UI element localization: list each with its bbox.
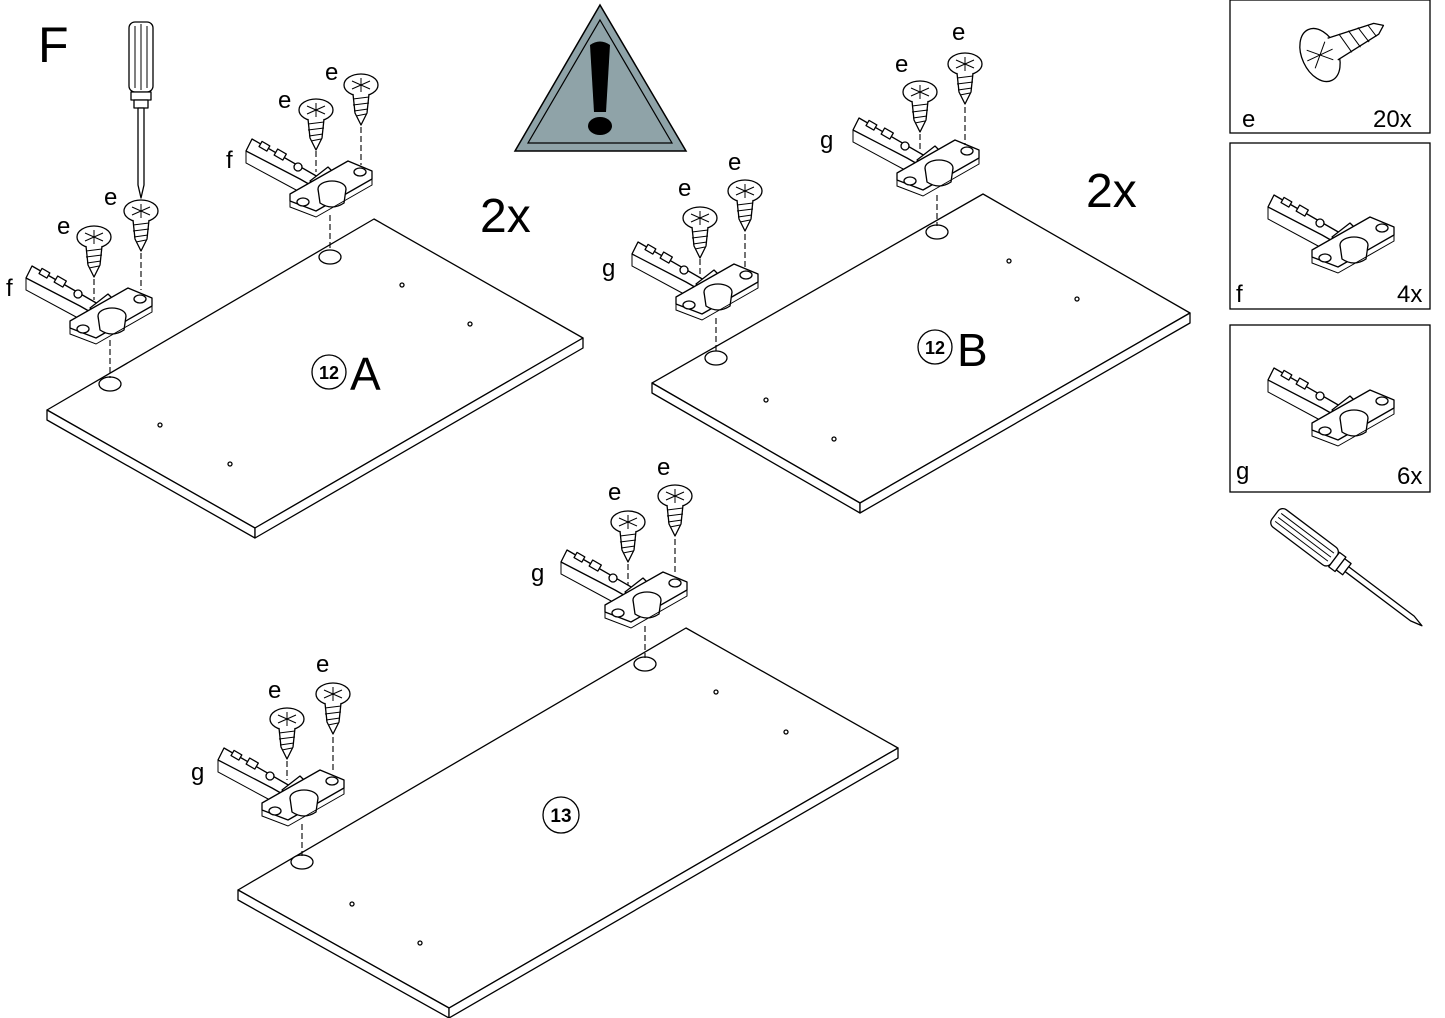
panel-12b-number-circle [917,329,953,365]
panel-13-number: 13 [550,806,571,827]
part-label-e: e [657,454,670,481]
panel-13: 13 [237,627,899,1018]
screwdriver-icon [1270,507,1423,627]
panel-13-number-circle [542,796,580,834]
screw-icon [610,510,646,563]
screw-icon [315,682,351,735]
screw-icon [123,199,159,252]
part-label-e: e [325,59,338,86]
repeat-count-b: 2x [1086,165,1137,218]
panel-12a-letter: A [350,348,381,400]
legend-qty-f: 4x [1397,281,1422,308]
part-label-e: e [895,51,908,78]
part-label-e: e [104,184,117,211]
panel-12a: 12 A [46,218,584,539]
hinge-icon [560,549,688,629]
parts-legend: e 20x f 4x g 6x [1229,0,1431,493]
screw-icon [727,179,763,232]
legend-label-f: f [1236,281,1243,308]
part-label-g: g [191,759,204,786]
part-label-e: e [268,677,281,704]
hinge-g-assembly-b2: g e e [820,19,983,226]
screwdriver-icon [128,21,154,199]
legend-item-g: g 6x [1229,324,1431,493]
hinge-g-assembly-c1: g e e [531,454,693,658]
legend-qty-e: 20x [1373,106,1412,133]
panel-12b-number: 12 [925,338,945,358]
legend-label-e: e [1242,106,1255,133]
part-label-f: f [6,275,13,302]
part-label-e: e [57,213,70,240]
screw-icon [269,707,305,760]
part-label-e: e [608,479,621,506]
hinge-icon [217,747,345,827]
part-label-e: e [316,651,329,678]
screw-icon [343,73,379,126]
panel-12b-letter: B [957,324,988,376]
panel-12b: 12 B [651,193,1191,514]
screw-icon [657,484,693,537]
part-label-g: g [820,127,833,154]
part-label-e: e [278,87,291,114]
hinge-f-assembly-a2: f e e [226,59,379,250]
part-label-g: g [531,560,544,587]
hinge-f-assembly-a1: f e e [6,184,159,378]
legend-qty-g: 6x [1397,463,1422,490]
hinge-icon [245,138,373,218]
panel-12a-number: 12 [319,363,339,383]
part-label-e: e [952,19,965,46]
warning-exclamation-icon [513,3,688,152]
part-label-e: e [728,149,741,176]
repeat-count-a: 2x [480,190,531,243]
legend-item-e: e 20x [1229,0,1431,134]
screw-icon [76,225,112,278]
screw-icon [1299,22,1385,83]
hinge-g-assembly-b1: g e e [602,149,763,352]
hinge-g-assembly-c2: g e e [191,651,351,856]
part-label-e: e [678,175,691,202]
part-label-g: g [602,255,615,282]
screw-icon [947,52,983,105]
legend-label-g: g [1236,458,1249,485]
legend-item-f: f 4x [1229,142,1431,310]
part-label-f: f [226,147,233,174]
screw-icon [682,206,718,259]
hinge-icon [631,241,759,321]
step-letter: F [38,17,69,73]
screw-icon [902,80,938,133]
hinge-icon [25,265,153,345]
screw-icon [298,98,334,151]
hinge-icon [852,117,980,197]
panel-12a-number-circle [311,354,347,390]
